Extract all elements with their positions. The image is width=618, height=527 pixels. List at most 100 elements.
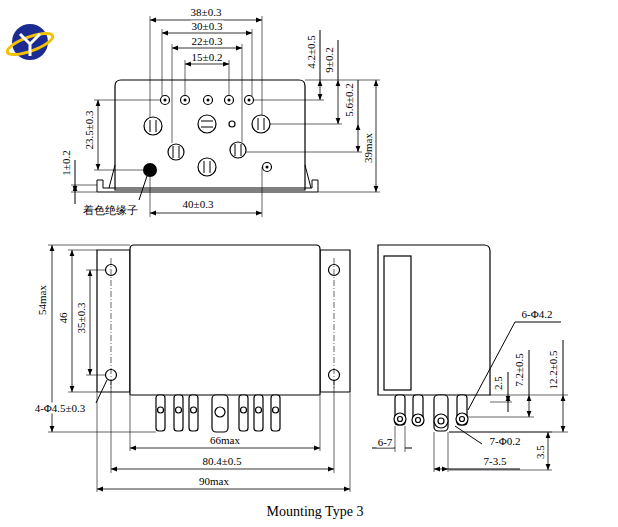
dimension-lines xyxy=(434,432,448,472)
dimension-lines xyxy=(372,322,568,472)
dimension-text: 6-Φ4.2 xyxy=(521,309,554,320)
terminal-row xyxy=(245,96,254,105)
dimension-lines xyxy=(455,426,482,444)
terminal-lugs xyxy=(395,395,405,425)
terminal-lugs xyxy=(412,414,424,426)
screw-terminals xyxy=(230,142,246,158)
screw-terminals xyxy=(235,144,241,156)
dimension-lines xyxy=(376,80,377,192)
terminal-lugs xyxy=(398,417,403,422)
screw-terminals xyxy=(198,158,216,176)
dimension-lines xyxy=(150,213,262,214)
dimension-text-vertical: 4.2±0.5 xyxy=(306,34,317,70)
dimension-text: 80.4±0.5 xyxy=(201,456,242,467)
terminal-lugs xyxy=(394,413,406,425)
screw-terminals xyxy=(263,163,272,172)
dimension-lines xyxy=(358,124,359,152)
screw-terminals xyxy=(150,120,156,132)
brand-logo xyxy=(5,24,55,60)
dimension-text: 7-3.5 xyxy=(483,456,508,467)
dimension-text-vertical: 3.5 xyxy=(535,444,546,460)
terminal-lugs xyxy=(434,414,448,428)
dimension-lines xyxy=(529,350,530,395)
terminal-row xyxy=(181,96,190,105)
terminal-lugs xyxy=(191,407,197,413)
dimension-lines xyxy=(72,250,73,392)
dimension-lines xyxy=(338,80,339,124)
terminal-lugs xyxy=(457,395,467,425)
dimension-lines xyxy=(185,64,229,65)
brand-logo xyxy=(20,34,40,56)
top-view xyxy=(97,180,318,192)
dimension-lines xyxy=(434,469,448,470)
terminal-lugs xyxy=(189,395,198,431)
dimension-text: 7-Φ0.2 xyxy=(489,436,522,447)
screw-terminals xyxy=(229,121,235,127)
dimension-lines xyxy=(71,16,380,217)
terminal-lugs xyxy=(271,395,280,431)
dimension-lines xyxy=(548,432,549,470)
terminal-lugs xyxy=(273,407,279,413)
terminal-lugs xyxy=(456,413,468,425)
side-view xyxy=(372,245,568,472)
dimension-text-vertical: 1±0.2 xyxy=(61,149,72,176)
dimension-text-vertical: 23.5±0.3 xyxy=(84,109,95,150)
terminal-lugs xyxy=(239,395,248,431)
dimension-lines xyxy=(246,80,380,192)
dimension-lines xyxy=(97,381,350,492)
terminal-lugs xyxy=(460,417,465,422)
dimension-lines xyxy=(48,245,350,492)
terminal-lugs xyxy=(438,418,444,424)
dimension-text: 4-Φ4.5±0.3 xyxy=(34,403,87,414)
dimension-lines xyxy=(75,160,76,204)
dimension-lines xyxy=(139,176,147,200)
terminal-lugs xyxy=(212,395,228,432)
dimension-text: 22±0.3 xyxy=(191,36,224,47)
dimension-lines xyxy=(150,167,262,217)
terminal-lugs xyxy=(416,418,421,423)
dimension-text-vertical: 9±0.2 xyxy=(324,46,335,73)
terminal-row xyxy=(161,96,170,105)
screw-terminals xyxy=(168,144,184,160)
dimension-lines xyxy=(448,469,520,470)
dimension-text: 30±0.3 xyxy=(191,21,224,32)
terminal-lugs xyxy=(215,407,225,417)
dimension-lines xyxy=(320,30,321,80)
dimension-lines xyxy=(449,395,568,432)
terminal-row xyxy=(204,96,213,105)
terminal-row xyxy=(248,99,251,102)
terminal-row xyxy=(161,96,254,105)
terminal-lugs xyxy=(434,395,448,431)
terminal-row xyxy=(164,99,167,102)
top-view xyxy=(71,16,380,217)
dimension-text-vertical: 35±0.3 xyxy=(76,302,87,335)
terminal-row xyxy=(225,96,234,105)
dimension-lines xyxy=(529,395,530,417)
dimension-lines xyxy=(96,380,107,403)
dimension-text-vertical: 7.2±0.5 xyxy=(514,352,525,388)
screw-terminals xyxy=(143,115,272,177)
figure-caption: Mounting Type 3 xyxy=(267,505,364,519)
screw-terminals xyxy=(204,161,210,173)
terminal-lugs xyxy=(174,395,183,431)
dimension-text-vertical: 12.2±0.5 xyxy=(548,349,559,390)
dimension-lines xyxy=(395,426,405,452)
dimension-text: 66max xyxy=(209,435,241,446)
front-view xyxy=(48,245,350,492)
dimension-text: 40±0.3 xyxy=(182,199,215,210)
dimension-lines xyxy=(111,469,334,470)
dimension-lines xyxy=(563,395,564,432)
dimension-lines xyxy=(508,372,509,412)
dimension-lines xyxy=(90,270,91,375)
terminal-lugs xyxy=(241,407,247,413)
terminal-lugs xyxy=(254,395,263,431)
dimension-lines xyxy=(358,80,359,124)
terminal-row xyxy=(207,99,210,102)
dimension-text: 6-7 xyxy=(377,437,394,448)
side-view xyxy=(378,245,490,395)
screw-terminals xyxy=(198,115,216,133)
terminal-lugs xyxy=(158,407,164,413)
dimension-text-vertical: 2.5 xyxy=(493,375,504,391)
